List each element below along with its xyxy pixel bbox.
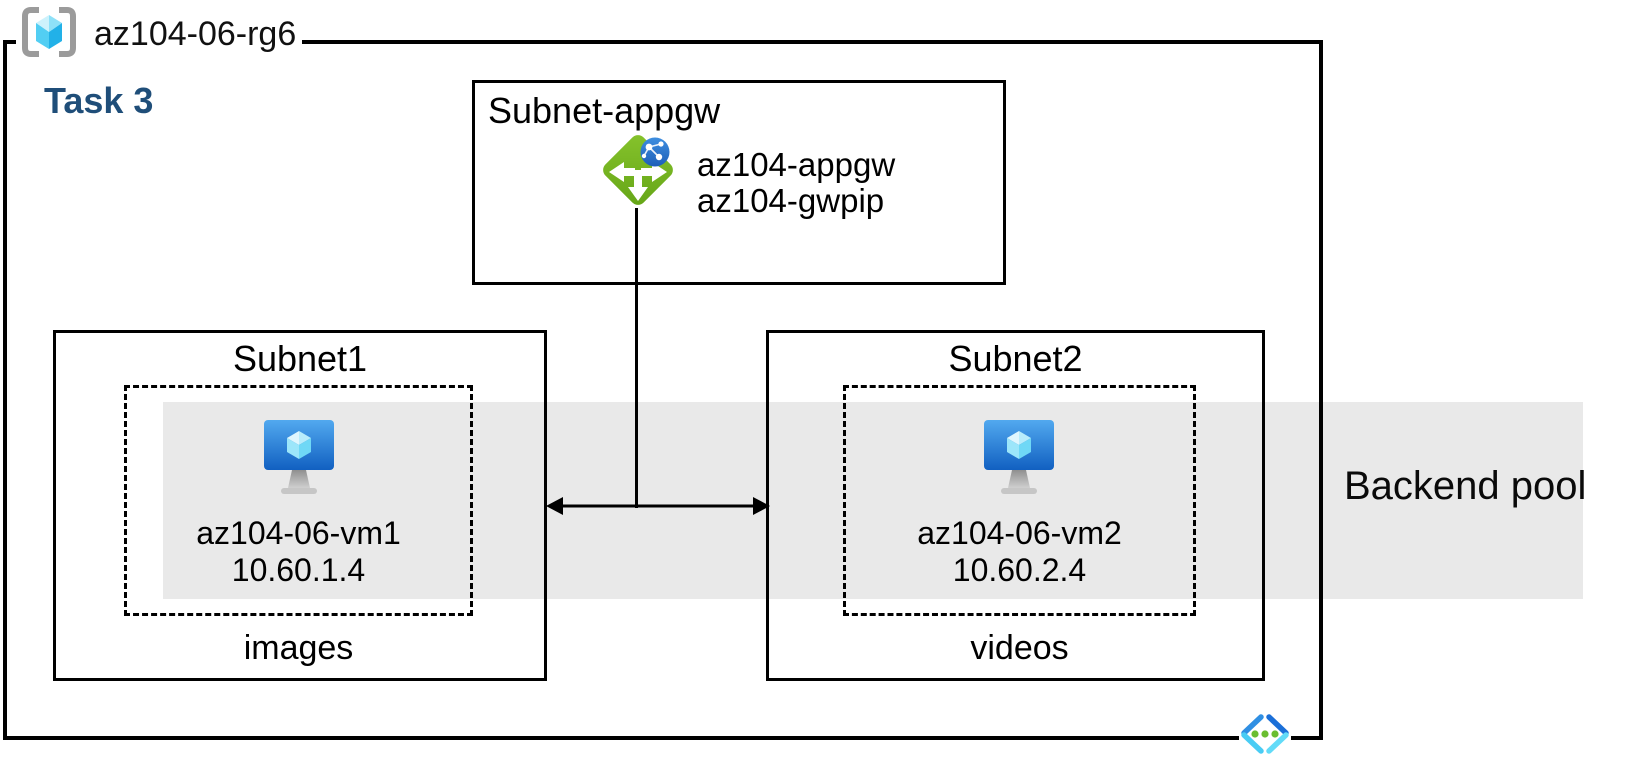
subnet2-caption: videos — [970, 629, 1069, 667]
resource-group-border-top-stub — [3, 40, 16, 44]
subnet1-vm-dashed-box — [124, 385, 473, 616]
resource-group-border-left — [3, 40, 7, 740]
resource-group-border-bottom — [3, 736, 1323, 740]
backend-pool-band — [163, 402, 1583, 599]
resource-group-name: az104-06-rg6 — [94, 14, 297, 53]
vm2-ip: 10.60.2.4 — [952, 552, 1087, 588]
subnet-appgw-box: Subnet-appgw — [472, 80, 1006, 285]
subnet1-box: Subnet1 — [53, 330, 547, 681]
vm1-ip: 10.60.1.4 — [231, 552, 366, 588]
resource-group-border-top — [302, 40, 1323, 44]
virtual-machine-icon — [264, 420, 334, 494]
resource-group-icon — [22, 7, 76, 57]
resource-group-border-right — [1319, 40, 1323, 740]
vm1-labels: az104-06-vm1 10.60.1.4 — [124, 515, 473, 589]
vm2-labels: az104-06-vm2 10.60.2.4 — [843, 515, 1196, 589]
virtual-machine-icon — [984, 420, 1054, 494]
subnet1-label: Subnet1 — [232, 338, 368, 379]
application-gateway-labels: az104-appgw az104-gwpip — [697, 147, 895, 219]
subnet1-subnet2-arrow — [546, 497, 770, 515]
application-gateway-icon — [603, 135, 673, 205]
vm1-name: az104-06-vm1 — [196, 515, 401, 551]
task-label: Task 3 — [44, 80, 154, 121]
subnet-appgw-label: Subnet-appgw — [488, 90, 721, 131]
vm2-name: az104-06-vm2 — [917, 515, 1122, 551]
gateway-public-ip-name: az104-gwpip — [697, 182, 885, 219]
subnet1-caption: images — [243, 629, 354, 667]
gateway-to-subnets-connector — [635, 208, 638, 508]
subnet2-vm-dashed-box — [843, 385, 1196, 616]
virtual-network-icon — [1239, 711, 1291, 757]
application-gateway-name: az104-appgw — [697, 146, 896, 183]
backend-pool-label: Backend pool — [1344, 464, 1587, 508]
resource-group-header: az104-06-rg6 — [20, 6, 296, 58]
subnet2-label: Subnet2 — [948, 338, 1083, 379]
